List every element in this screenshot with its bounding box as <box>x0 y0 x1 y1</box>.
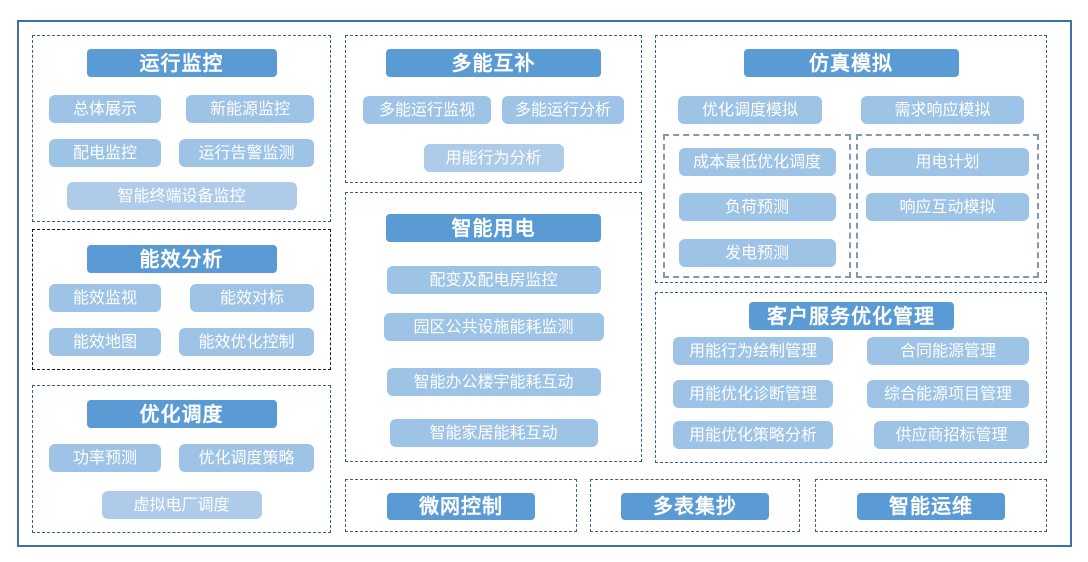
module-power-forecast: 功率预测 <box>49 444 161 472</box>
simulation-header: 仿真模拟 <box>743 49 959 77</box>
customer-service-header: 客户服务优化管理 <box>748 302 954 330</box>
module-generation-forecast: 发电预测 <box>678 239 836 267</box>
module-integrated-energy-project-management: 综合能源项目管理 <box>867 380 1029 408</box>
multi-energy-header: 多能互补 <box>386 49 601 77</box>
section-smart-power-use: 智能用电 配变及配电房监控 园区公共设施能耗监测 智能办公楼宇能耗互动 智能家居… <box>345 192 642 462</box>
section-customer-service-optimization: 客户服务优化管理 用能行为绘制管理 合同能源管理 用能优化诊断管理 综合能源项目… <box>655 292 1047 463</box>
smart-om-header: 智能运维 <box>857 493 1005 520</box>
module-energy-optimization-diagnosis-management: 用能优化诊断管理 <box>673 380 833 408</box>
multi-meter-reading-header: 多表集抄 <box>621 493 769 520</box>
module-virtual-power-plant-dispatch: 虚拟电厂调度 <box>101 491 262 519</box>
module-energy-efficiency-map: 能效地图 <box>49 328 161 356</box>
module-smart-office-building-energy-interaction: 智能办公楼宇能耗互动 <box>386 368 601 396</box>
module-overall-display: 总体展示 <box>49 95 161 123</box>
section-multi-meter-reading: 多表集抄 <box>590 479 800 532</box>
module-operation-alarm-monitoring: 运行告警监测 <box>179 139 314 167</box>
module-energy-use-behavior-analysis: 用能行为分析 <box>423 144 564 172</box>
module-smart-terminal-device-monitoring: 智能终端设备监控 <box>66 182 297 210</box>
module-new-energy-monitoring: 新能源监控 <box>186 95 314 123</box>
module-distribution-monitoring: 配电监控 <box>49 139 161 167</box>
section-microgrid-control: 微网控制 <box>345 479 577 532</box>
module-demand-response-simulation: 需求响应模拟 <box>861 96 1024 124</box>
operation-monitoring-header: 运行监控 <box>86 49 277 77</box>
module-supplier-bidding-management: 供应商招标管理 <box>874 421 1029 449</box>
optimal-dispatch-header: 优化调度 <box>86 400 277 428</box>
module-multi-energy-operation-analysis: 多能运行分析 <box>502 96 624 124</box>
module-transformer-room-monitoring: 配变及配电房监控 <box>386 266 601 294</box>
module-energy-optimization-strategy-analysis: 用能优化策略分析 <box>673 421 833 449</box>
module-contract-energy-management: 合同能源管理 <box>867 337 1029 365</box>
energy-efficiency-header: 能效分析 <box>86 245 277 273</box>
module-dispatch-strategy: 优化调度策略 <box>179 444 314 472</box>
module-multi-energy-operation-monitoring: 多能运行监视 <box>363 96 491 124</box>
module-load-forecast: 负荷预测 <box>678 193 836 221</box>
module-energy-efficiency-benchmarking: 能效对标 <box>190 284 314 312</box>
section-optimal-dispatch: 优化调度 功率预测 优化调度策略 虚拟电厂调度 <box>32 385 331 533</box>
section-simulation: 仿真模拟 优化调度模拟 需求响应模拟 成本最低优化调度 负荷预测 发电预测 用电… <box>655 35 1047 283</box>
simulation-inner-right-group: 用电计划 响应互动模拟 <box>856 134 1039 278</box>
module-power-use-plan: 用电计划 <box>866 148 1029 176</box>
module-cost-optimal-dispatch: 成本最低优化调度 <box>678 148 836 176</box>
module-park-public-facility-energy-monitoring: 园区公共设施能耗监测 <box>383 313 604 341</box>
module-smart-home-energy-interaction: 智能家居能耗互动 <box>389 419 598 447</box>
module-energy-behavior-profiling-management: 用能行为绘制管理 <box>673 337 833 365</box>
section-multi-energy-complementation: 多能互补 多能运行监视 多能运行分析 用能行为分析 <box>345 35 642 183</box>
section-operation-monitoring: 运行监控 总体展示 新能源监控 配电监控 运行告警监测 智能终端设备监控 <box>32 35 331 222</box>
smart-power-header: 智能用电 <box>386 214 601 242</box>
module-dispatch-simulation: 优化调度模拟 <box>678 96 822 124</box>
module-energy-efficiency-monitoring: 能效监视 <box>49 284 161 312</box>
module-energy-efficiency-optimization-control: 能效优化控制 <box>179 328 314 356</box>
microgrid-control-header: 微网控制 <box>387 493 535 520</box>
module-response-interaction-simulation: 响应互动模拟 <box>866 193 1029 221</box>
section-energy-efficiency-analysis: 能效分析 能效监视 能效对标 能效地图 能效优化控制 <box>32 229 331 370</box>
section-smart-om: 智能运维 <box>815 479 1047 532</box>
simulation-inner-left-group: 成本最低优化调度 负荷预测 发电预测 <box>663 134 851 278</box>
